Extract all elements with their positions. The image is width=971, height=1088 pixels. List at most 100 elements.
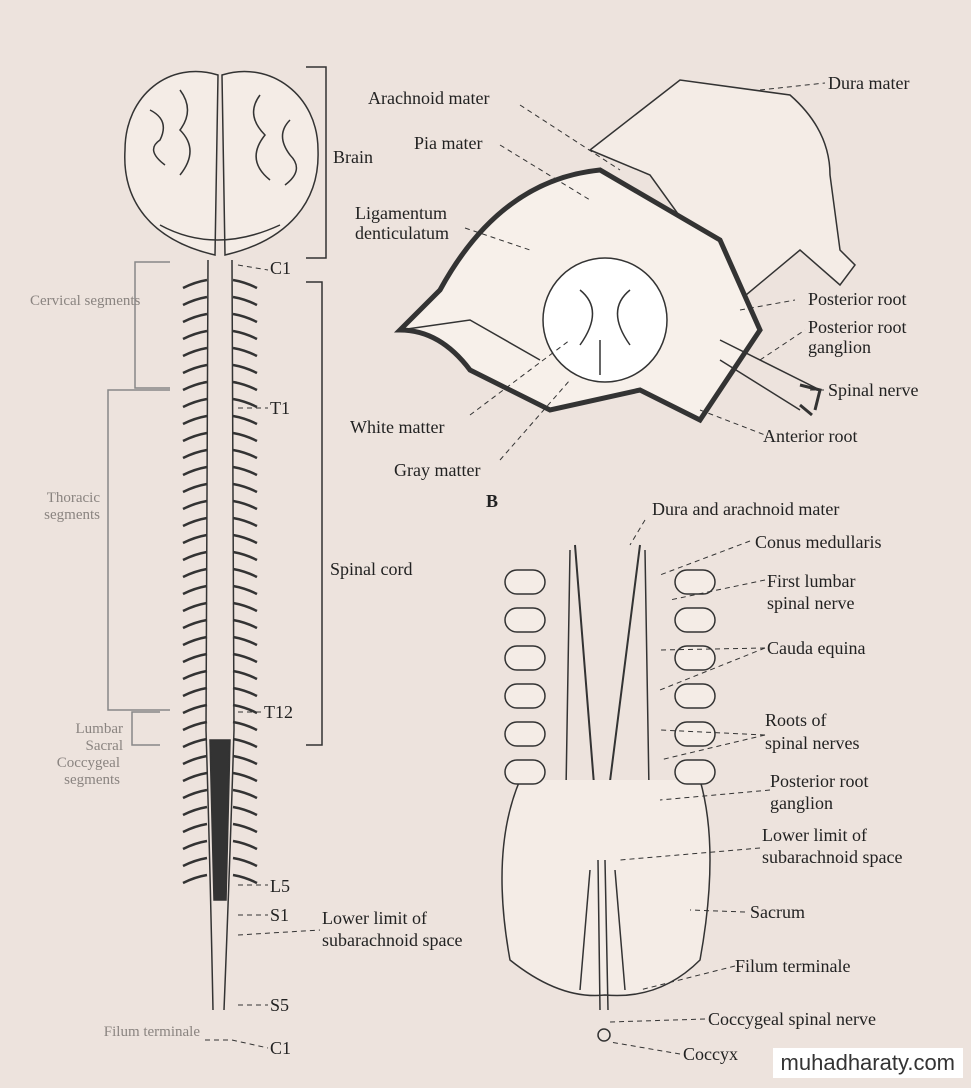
vertebra-process [504,721,546,747]
spinal-nerve-branch [182,482,208,494]
figure-letter-b: B [486,491,499,511]
label-first-lumbar: First lumbar [767,571,856,591]
brain-illustration [124,70,319,256]
spinal-nerve-branch [232,329,258,341]
label-sacrum: Sacrum [750,902,805,922]
vertebra-process [504,683,546,709]
vertebra-process [674,721,716,747]
label-sacral: Sacral [85,738,123,754]
spinal-nerve-branch [182,499,208,511]
label-cauda-equina: Cauda equina [767,638,866,658]
watermark: muhadharaty.com [772,1048,963,1078]
label-ligamentum: Ligamentum [355,203,447,223]
spinal-nerve-branch [232,737,258,749]
label-roots: Roots of [765,710,827,730]
label-posterior-root-ganglion: Posterior root [808,317,907,337]
spinal-nerve-branch [182,652,208,664]
spinal-nerve-branch [232,618,258,630]
spinal-nerve-branch [182,635,208,647]
spinal-nerve-branch [182,533,208,545]
spinal-nerve-branch [232,754,258,766]
spinal-cord-illustration [205,259,235,1011]
spinal-nerve-branch [182,822,208,834]
label-brain: Brain [333,147,373,167]
vertebra-process [674,683,716,709]
spinal-nerve-branch [182,754,208,766]
cross-section-illustration [393,79,856,424]
spinal-nerve-branch [232,346,258,358]
brain-bracket [306,66,327,259]
spinal-nerve-branch [232,567,258,579]
spinal-nerve-branch [182,618,208,630]
label-s5: S5 [270,995,290,1015]
spinal-nerve-branch [182,856,208,868]
spinal-nerve-branch [232,601,258,613]
label-t12: T12 [264,702,293,722]
spinal-nerve-branch [232,499,258,511]
spinal-nerve-branch [232,856,258,868]
spinal-nerve-branch [232,397,258,409]
vertebra-process [674,569,716,595]
spinal-nerve-branch [182,278,208,290]
vertebra-process [504,607,546,633]
spinal-nerve-branch [182,567,208,579]
label-conus-medullaris: Conus medullaris [755,532,882,552]
spinal-nerve-branch [232,652,258,664]
spinal-nerve-branch [232,414,258,426]
spinal-nerve-branch [182,346,208,358]
spinal-nerve-branch [232,839,258,851]
label-prg-c: Posterior root [770,771,869,791]
cauda-equina-illustration [501,544,711,1042]
spinal-nerve-branch [232,584,258,596]
label-c1-coccygeal: C1 [270,1038,292,1058]
spinal-nerve-branch [182,448,208,460]
spinal-nerve-branch [182,312,208,324]
spinal-nerve-branch [232,482,258,494]
label-lower-limit-c-2: subarachnoid space [762,847,903,867]
label-cervical-segments: Cervical segments [30,293,141,309]
spinal-nerve-branch [232,669,258,681]
spinal-nerve-branch [182,669,208,681]
spinal-nerve-branch [182,584,208,596]
label-prg-c-2: ganglion [770,793,833,813]
spinal-nerve-branch [182,737,208,749]
spinal-nerve-branch [182,550,208,562]
vertebrae [504,569,716,785]
vertebra-process [504,759,546,785]
vertebra-process [504,645,546,671]
spinal-nerve-branch [232,635,258,647]
spinal-nerve-branch [232,431,258,443]
spinal-nerve-branch [182,788,208,800]
label-coccyx: Coccyx [683,1044,738,1064]
label-lower-limit-c: Lower limit of [762,825,867,845]
spinal-nerve-branch [182,686,208,698]
label-arachnoid-mater: Arachnoid mater [368,88,490,108]
spinal-nerve-branch [232,312,258,324]
spinal-nerve-branch [182,295,208,307]
label-coccygeal-spinal-nerve: Coccygeal spinal nerve [708,1009,876,1029]
spinal-nerve-branch [182,516,208,528]
spinal-cord-bracket [306,281,323,746]
spinal-nerve-branch [182,431,208,443]
spinal-nerve-branch [232,873,258,885]
label-spinal-nerve: Spinal nerve [828,380,919,400]
spinal-nerve-branch [182,329,208,341]
label-denticulatum: denticulatum [355,223,449,243]
spinal-nerve-branch [182,414,208,426]
spinal-nerves [182,278,258,885]
spinal-nerve-branch [182,839,208,851]
spinal-nerve-branch [182,363,208,375]
vertebra-process [674,759,716,785]
spinal-nerve-branch [232,805,258,817]
spinal-nerve-branch [232,550,258,562]
label-posterior-root: Posterior root [808,289,907,309]
label-c1: C1 [270,258,292,278]
leader-lines [205,82,826,1055]
spinal-nerve-branch [232,295,258,307]
spinal-nerve-branch [232,771,258,783]
spinal-nerve-branch [232,788,258,800]
label-anterior-root: Anterior root [763,426,858,446]
spinal-nerve-branch [232,363,258,375]
vertebra-process [504,569,546,595]
label-gray-matter: Gray matter [394,460,481,480]
